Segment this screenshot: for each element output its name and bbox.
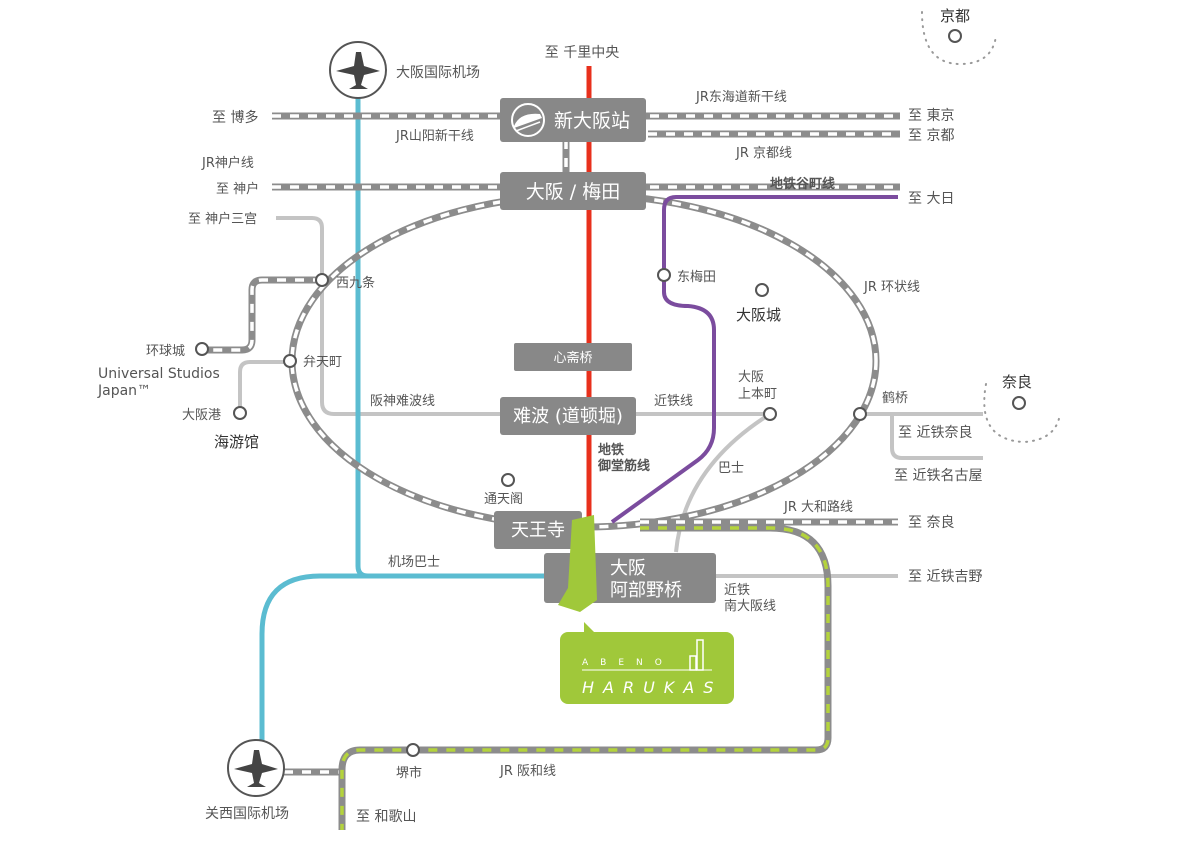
tennoji-box (494, 511, 582, 549)
shinkansen-icon (511, 103, 545, 137)
harukas-tower-icon (558, 515, 597, 612)
usj-label-1: 环球城 (146, 344, 185, 359)
bus-label: 巴士 (718, 461, 744, 476)
nara-dotted-arc (983, 383, 1061, 444)
shinsaibashi-box (514, 343, 632, 371)
itami-airport-icon (329, 41, 387, 99)
hanshin-namba-line (276, 216, 500, 416)
dainichi-label: 至 大日 (908, 191, 954, 207)
nara-marker (1012, 396, 1026, 410)
hanwa-label: JR 阪和线 (499, 764, 556, 779)
kansai-label: 关西国际机场 (205, 806, 289, 822)
tennoji-label: 天王寺 (511, 520, 565, 541)
harukas-top-text: ABENO (582, 658, 674, 668)
kintetsu-label: 近铁线 (654, 394, 693, 409)
sakai-label: 堺市 (396, 765, 422, 781)
kyoto-marker (948, 29, 962, 43)
nara-kintetsu-label: 至 近铁奈良 (898, 425, 972, 441)
shinsaibashi-label: 心斋桥 (553, 350, 592, 366)
airport-bus-label: 机场巴士 (388, 555, 440, 570)
senri-label: 至 千里中央 (545, 45, 619, 61)
umeda-label: 大阪 / 梅田 (526, 181, 620, 203)
yamatoji-label: JR 大和路线 (783, 499, 853, 515)
higashi-umeda-marker (657, 268, 671, 282)
bus-route (674, 412, 772, 553)
tanimachi-line (610, 195, 898, 524)
bentencho-label: 弁天町 (303, 355, 342, 370)
midosuji-label-2: 御堂筋线 (597, 458, 650, 474)
harukas-bottom-text: HARUKAS (582, 678, 722, 697)
usj-label-3: Japan™ (97, 383, 151, 399)
nishikujo-label: 西九条 (336, 275, 375, 291)
sanyo-shinkansen-label: JR山阳新干线 (395, 128, 474, 144)
usj-branch-line (238, 360, 290, 412)
kyoto-line-label: JR 京都线 (735, 146, 792, 161)
osaka-castle-label: 大阪城 (736, 306, 781, 324)
midosuji-label-1: 地铁 (598, 442, 624, 458)
minami-osaka-label-1: 近铁 (724, 583, 750, 598)
kyoto-label: 京都 (940, 7, 970, 25)
tsutenkaku-marker (501, 473, 515, 487)
loop-label: JR 环状线 (863, 280, 920, 295)
wakayama-label: 至 和歌山 (356, 809, 416, 825)
shin-osaka-box (500, 98, 646, 142)
kobe-line-label: JR神户线 (201, 155, 254, 171)
umeda-box (500, 172, 646, 210)
jr-hanwa-line (338, 524, 832, 830)
harukas-logo-icon (689, 639, 704, 671)
hanshin-namba-label: 阪神难波线 (370, 394, 435, 409)
tsuruhashi-marker (853, 407, 867, 421)
shin-osaka-label: 新大阪站 (554, 110, 630, 132)
namba-box (500, 397, 636, 435)
abeno-label-2: 阿部野桥 (610, 580, 682, 601)
hakata-label: 至 博多 (212, 109, 258, 126)
kansai-airport-icon (227, 739, 285, 797)
osakako-marker (233, 406, 247, 420)
kobe-sannomiya-label: 至 神户三宫 (188, 211, 257, 227)
uehonmachi-label-1: 大阪 (738, 370, 764, 385)
airport-bus-route (259, 98, 544, 770)
kyoto-jr-label: 至 京都 (908, 128, 954, 144)
itami-label: 大阪国际机场 (396, 65, 480, 81)
namba-label: 难波 (道顿堀) (513, 406, 623, 427)
kaiyukan-label: 海游馆 (214, 433, 259, 451)
tokaido-shinkansen-label: JR东海道新干线 (695, 89, 787, 105)
kintetsu-nagoya-line (890, 414, 983, 460)
sakai-marker (406, 743, 420, 757)
harukas-callout (560, 632, 734, 704)
nara-jr-label: 至 奈良 (908, 515, 954, 531)
jr-lines (204, 112, 900, 776)
uehonmachi-marker (763, 407, 777, 421)
tanimachi-label: 地铁谷町线 (770, 176, 835, 192)
tsutenkaku-label: 通天阁 (484, 492, 523, 507)
uehonmachi-label-2: 上本町 (738, 387, 777, 402)
bentencho-marker (283, 354, 297, 368)
tsuruhashi-label: 鹤桥 (882, 390, 908, 406)
kobe-label: 至 神户 (216, 181, 259, 197)
usj-label-2: Universal Studios (98, 366, 220, 382)
usj-marker (195, 342, 209, 356)
nishikujo-marker (315, 273, 329, 287)
higashi-umeda-label: 东梅田 (677, 270, 716, 285)
minami-osaka-label-2: 南大阪线 (724, 598, 776, 614)
tokyo-label: 至 東京 (908, 108, 954, 124)
station-markers (195, 29, 1026, 757)
yoshino-label: 至 近铁吉野 (908, 569, 982, 585)
osaka-castle-marker (755, 283, 769, 297)
nara-label: 奈良 (1002, 373, 1032, 391)
station-boxes (494, 98, 734, 704)
abeno-label-1: 大阪 (610, 558, 646, 579)
osakako-label: 大阪港 (182, 408, 221, 423)
nagoya-label: 至 近铁名古屋 (894, 468, 982, 484)
private-railway-lines (238, 216, 983, 578)
